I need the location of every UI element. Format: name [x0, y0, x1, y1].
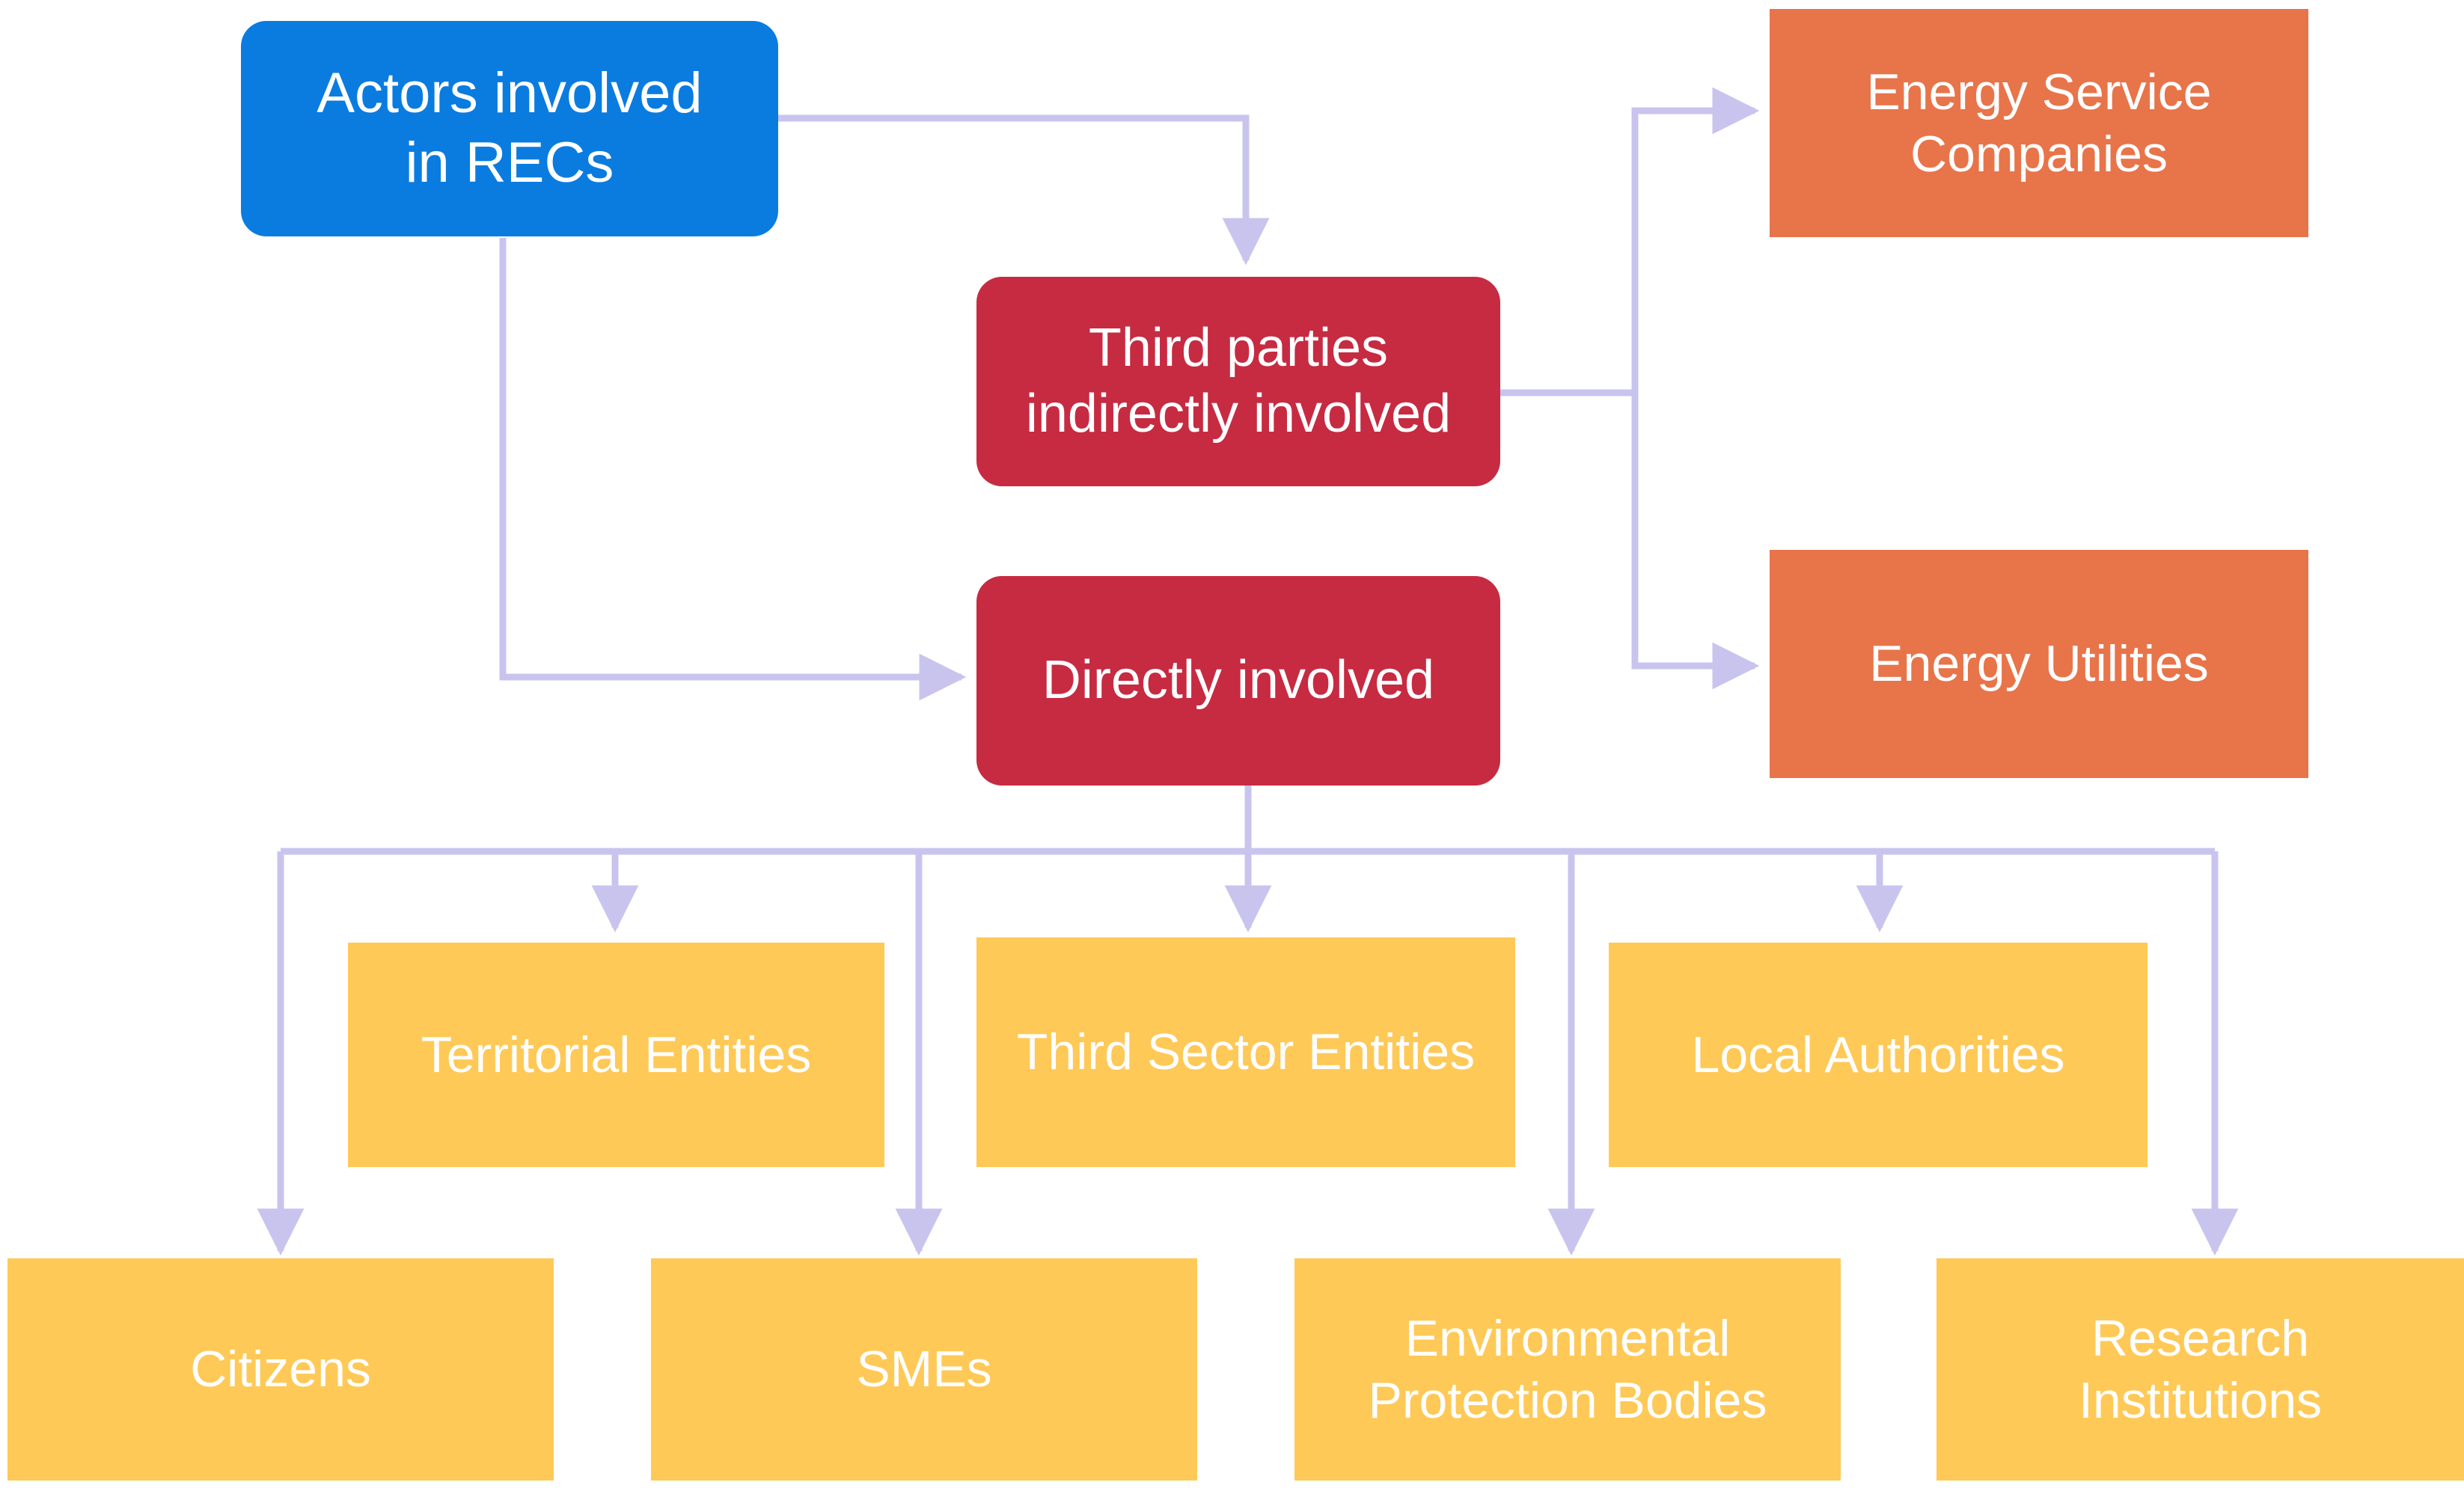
- edge-third-parties-to-energy-service-companies: [1500, 87, 1760, 397]
- node-actors-involved-in-recs[interactable]: Actors involved in RECs: [241, 21, 778, 236]
- node-environmental-protection-bodies[interactable]: Environmental Protection Bodies: [1294, 1258, 1841, 1481]
- node-energy-utilities[interactable]: Energy Utilities: [1770, 550, 2308, 778]
- node-directly-involved[interactable]: Directly involved: [976, 576, 1500, 786]
- node-citizens[interactable]: Citizens: [7, 1258, 554, 1481]
- node-smes[interactable]: SMEs: [651, 1258, 1197, 1481]
- node-research-institutions[interactable]: Research Institutions: [1936, 1258, 2464, 1481]
- edge-third-parties-to-energy-utilities: [1631, 393, 1760, 690]
- node-territorial-entities[interactable]: Territorial Entities: [348, 943, 884, 1167]
- node-local-authorities[interactable]: Local Authorities: [1609, 943, 2147, 1167]
- node-energy-service-companies[interactable]: Energy Service Companies: [1770, 9, 2308, 237]
- edge-root-to-third-parties: [778, 114, 1270, 266]
- edge-root-to-directly-involved: [499, 238, 967, 701]
- node-third-parties-indirectly-involved[interactable]: Third parties indirectly involved: [976, 277, 1500, 486]
- node-third-sector-entities[interactable]: Third Sector Entities: [976, 937, 1515, 1167]
